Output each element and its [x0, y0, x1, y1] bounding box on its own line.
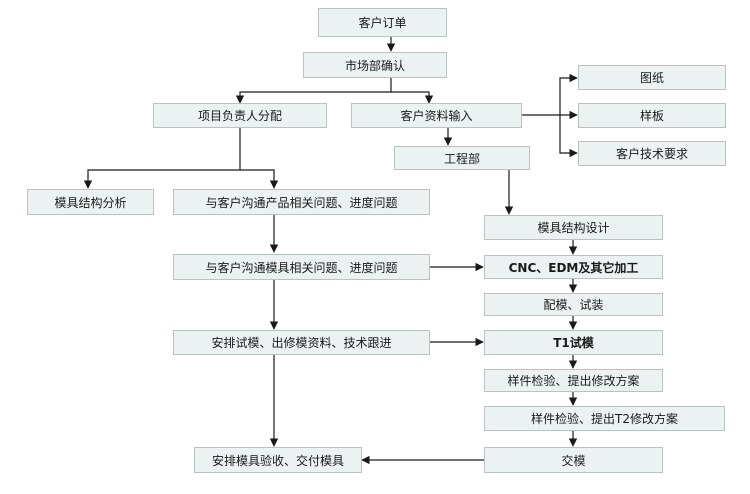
node-engineering-dept: 工程部 [394, 146, 530, 170]
arrow-to-drawing [559, 73, 578, 115]
node-sample-inspect-1: 样件检验、提出修改方案 [484, 369, 663, 392]
node-mold-structure-analysis: 模具结构分析 [27, 189, 154, 215]
node-delivery: 交模 [484, 447, 663, 473]
node-communicate-product: 与客户沟通产品相关问题、进度问题 [173, 189, 430, 215]
node-communicate-mold: 与客户沟通模具相关问题、进度问题 [173, 254, 430, 280]
node-arrange-trial: 安排试模、出修模资料、技术跟进 [173, 330, 430, 355]
node-arrange-acceptance: 安排模具验收、交付模具 [194, 447, 362, 473]
arrow-pm-to-communicate [240, 169, 279, 189]
node-market-confirm: 市场部确认 [303, 52, 447, 78]
arrow-to-customer-tech [559, 115, 578, 158]
node-fit-trial-assembly: 配模、试装 [484, 293, 663, 316]
node-sample-inspect-t2: 样件检验、提出T2修改方案 [484, 406, 725, 431]
node-pm-assign: 项目负责人分配 [153, 103, 327, 128]
node-sample-board: 样板 [578, 103, 726, 128]
arrow-pm-split [83, 128, 241, 189]
node-drawing: 图纸 [578, 65, 726, 90]
node-t1-trial: T1试模 [484, 330, 663, 355]
arrow-market-to-input [391, 91, 434, 104]
node-mold-structure-design: 模具结构设计 [484, 215, 663, 240]
node-customer-data-input: 客户资料输入 [351, 103, 522, 128]
node-customer-tech-req: 客户技术要求 [578, 141, 726, 166]
node-customer-order: 客户订单 [318, 8, 447, 37]
node-cnc-edm: CNC、EDM及其它加工 [484, 255, 663, 279]
arrow-market-split [235, 78, 392, 104]
